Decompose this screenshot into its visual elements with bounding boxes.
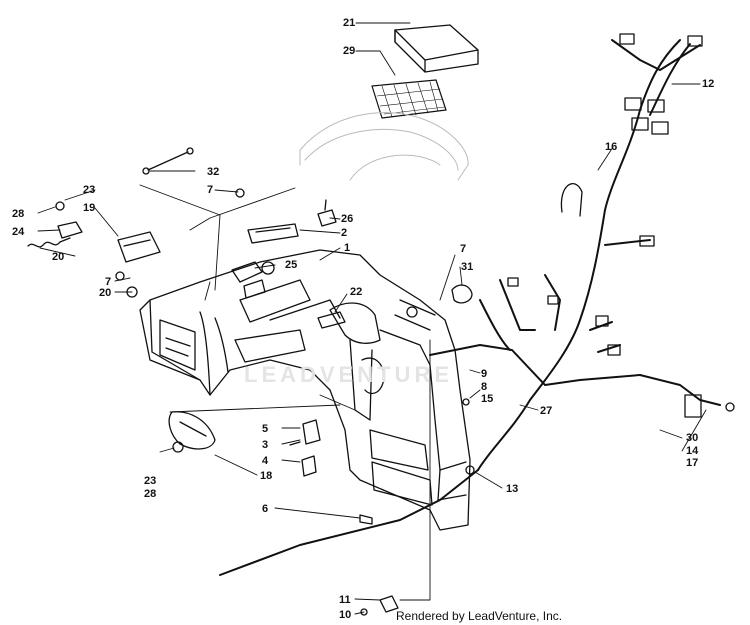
callout-16: 16	[605, 141, 618, 153]
callout-19: 19	[83, 202, 96, 214]
callout-9: 9	[481, 368, 488, 380]
callout-29: 29	[343, 45, 356, 57]
part-20-switch-top	[57, 221, 83, 239]
harness-12-27	[219, 39, 721, 576]
callout-10: 10	[339, 609, 352, 621]
callout-26: 26	[341, 213, 354, 225]
callout-17: 17	[686, 457, 699, 469]
harness-connectors	[507, 33, 703, 418]
callout-7-left: 7	[105, 276, 112, 288]
part-1-console	[139, 249, 471, 531]
part-19-gauge	[117, 231, 161, 263]
parts-3-4-5-brackets	[289, 419, 321, 477]
watermark: LEADVENTURE	[244, 362, 454, 387]
callout-14: 14	[686, 445, 699, 457]
callout-31: 31	[461, 261, 474, 273]
callout-28-top: 28	[12, 208, 25, 220]
callout-20-bottom: 20	[99, 287, 112, 299]
part-6-bolt	[359, 514, 373, 525]
callout-28-bottom: 28	[144, 488, 157, 500]
part-25-key	[231, 261, 275, 299]
callout-25: 25	[285, 259, 298, 271]
fender-outline	[299, 112, 469, 181]
part-26-connector	[317, 199, 337, 227]
part-16-clamp	[560, 182, 583, 217]
part-18-lens	[168, 411, 216, 450]
callout-7-right: 7	[460, 243, 467, 255]
callout-32: 32	[207, 166, 220, 178]
render-credit: Rendered by LeadVenture, Inc.	[396, 609, 563, 623]
leader-lines	[37, 22, 707, 615]
part-24-spring	[27, 237, 71, 248]
callout-30: 30	[686, 432, 699, 444]
callout-15: 15	[481, 393, 494, 405]
callout-24: 24	[12, 226, 25, 238]
callout-22: 22	[350, 286, 363, 298]
part-29-mesh	[371, 79, 447, 119]
callout-20-left: 20	[52, 251, 65, 263]
callout-6: 6	[262, 503, 269, 515]
part-21-cover	[394, 24, 479, 73]
part-32-cable	[142, 147, 194, 175]
callout-23-top: 23	[83, 184, 96, 196]
callout-2: 2	[341, 227, 348, 239]
part-2-decal	[247, 223, 299, 244]
callout-12: 12	[702, 78, 715, 90]
callout-1: 1	[344, 242, 351, 254]
callout-27: 27	[540, 405, 553, 417]
part-10-11-switch	[360, 595, 399, 616]
callout-11: 11	[339, 594, 351, 606]
callout-7-top: 7	[207, 184, 214, 196]
part-31-switch	[451, 284, 473, 304]
callout-13: 13	[506, 483, 519, 495]
callout-23-bottom: 23	[144, 475, 157, 487]
hardware-nuts	[55, 188, 735, 475]
callout-21: 21	[343, 17, 356, 29]
part-22-plate	[317, 311, 346, 329]
callout-4: 4	[262, 455, 269, 467]
callout-5: 5	[262, 423, 269, 435]
callout-8: 8	[481, 381, 488, 393]
callout-3: 3	[262, 439, 269, 451]
callout-18: 18	[260, 470, 273, 482]
